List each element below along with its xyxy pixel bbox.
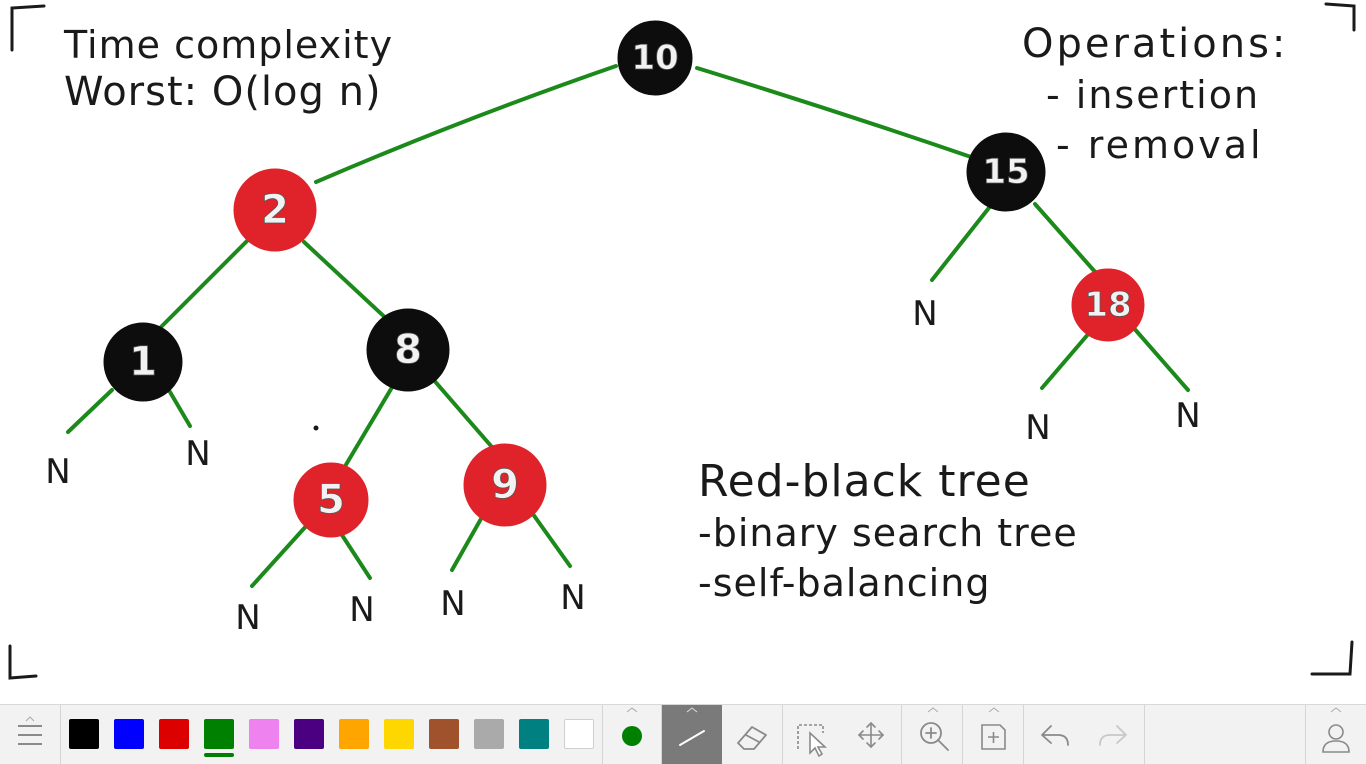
nil-leaf: N bbox=[349, 590, 374, 630]
tree-node-label: 10 bbox=[631, 38, 678, 78]
tree-node-10: 10 bbox=[617, 20, 693, 96]
tree-node-label: 1 bbox=[129, 339, 157, 385]
tree-node-8: 8 bbox=[366, 308, 450, 392]
tree-node-label: 8 bbox=[394, 327, 422, 373]
pen-tool-button[interactable] bbox=[662, 705, 722, 764]
eraser-icon bbox=[737, 726, 767, 750]
nil-leaf: N bbox=[185, 434, 210, 474]
note-rbt-title: Red-black tree bbox=[698, 456, 1031, 507]
note-rbt-item1: -binary search tree bbox=[698, 511, 1078, 555]
nil-leaf: N bbox=[235, 598, 260, 638]
color-swatch-green[interactable] bbox=[204, 719, 234, 749]
user-icon bbox=[1322, 707, 1350, 753]
color-swatch-red[interactable] bbox=[159, 719, 189, 749]
redo-button[interactable] bbox=[1084, 705, 1144, 764]
nil-leaf: N bbox=[1175, 396, 1200, 436]
menu-button[interactable] bbox=[0, 705, 60, 764]
color-swatch-purple[interactable] bbox=[294, 719, 324, 749]
stray-dot bbox=[313, 425, 319, 431]
nil-leaves: N N N N N N N N N bbox=[45, 294, 1200, 638]
bottom-toolbar bbox=[0, 704, 1366, 764]
note-time-complexity: Time complexity Worst: O(log n) bbox=[64, 26, 393, 112]
tree-node-label: 9 bbox=[491, 462, 519, 508]
selected-color-indicator bbox=[204, 753, 234, 757]
color-swatch-black[interactable] bbox=[69, 719, 99, 749]
nil-leaf: N bbox=[45, 452, 70, 492]
note-time-line2: Worst: O(log n) bbox=[64, 69, 382, 115]
color-swatch-blue[interactable] bbox=[114, 719, 144, 749]
color-swatch-yellow[interactable] bbox=[384, 719, 414, 749]
note-ops-item1: - insertion bbox=[1046, 73, 1261, 117]
note-red-black-tree: Red-black tree -binary search tree -self… bbox=[698, 456, 1078, 605]
tree-node-1: 1 bbox=[103, 322, 183, 402]
brush-size-button[interactable] bbox=[603, 705, 661, 764]
zoom-button[interactable] bbox=[902, 705, 962, 764]
nil-leaf: N bbox=[912, 294, 937, 334]
nil-leaf: N bbox=[560, 578, 585, 618]
redo-icon bbox=[1099, 725, 1127, 746]
zoom-icon bbox=[920, 707, 949, 751]
undo-button[interactable] bbox=[1024, 705, 1084, 764]
user-button[interactable] bbox=[1306, 705, 1366, 764]
add-page-button[interactable] bbox=[963, 705, 1023, 764]
add-page-icon bbox=[981, 707, 1006, 750]
hamburger-icon bbox=[0, 705, 60, 764]
tree-node-label: 18 bbox=[1084, 285, 1131, 325]
note-ops-item2: - removal bbox=[1056, 123, 1264, 167]
undo-icon bbox=[1041, 725, 1069, 746]
note-ops-title: Operations: bbox=[1022, 21, 1289, 67]
note-rbt-item2: -self-balancing bbox=[698, 561, 991, 605]
color-swatch-teal[interactable] bbox=[519, 719, 549, 749]
tree-node-18: 18 bbox=[1071, 268, 1145, 342]
nil-leaf: N bbox=[1025, 408, 1050, 448]
pen-icon bbox=[679, 707, 705, 746]
color-swatch-white[interactable] bbox=[564, 719, 594, 749]
select-icon bbox=[797, 724, 828, 758]
nil-leaf: N bbox=[440, 584, 465, 624]
color-swatch-brown[interactable] bbox=[429, 719, 459, 749]
tree-node-2: 2 bbox=[233, 168, 317, 252]
color-swatch-orange[interactable] bbox=[339, 719, 369, 749]
note-time-line1: Time complexity bbox=[64, 23, 394, 67]
tree-node-5: 5 bbox=[293, 462, 369, 538]
color-swatch-pink[interactable] bbox=[249, 719, 279, 749]
tree-edges bbox=[66, 64, 1190, 588]
color-swatch-gray[interactable] bbox=[474, 719, 504, 749]
brush-size-icon bbox=[622, 707, 642, 746]
tree-node-label: 2 bbox=[261, 187, 289, 233]
tree-node-label: 15 bbox=[982, 152, 1029, 192]
eraser-tool-button[interactable] bbox=[722, 705, 782, 764]
tree-node-label: 5 bbox=[317, 477, 345, 523]
tree-node-9: 9 bbox=[463, 443, 547, 527]
tree-node-15: 15 bbox=[966, 132, 1046, 212]
note-operations: Operations: - insertion - removal bbox=[1022, 24, 1288, 164]
move-icon bbox=[857, 721, 885, 749]
corner-marks bbox=[8, 2, 1356, 680]
select-tool-button[interactable] bbox=[783, 705, 841, 764]
move-tool-button[interactable] bbox=[841, 705, 901, 764]
